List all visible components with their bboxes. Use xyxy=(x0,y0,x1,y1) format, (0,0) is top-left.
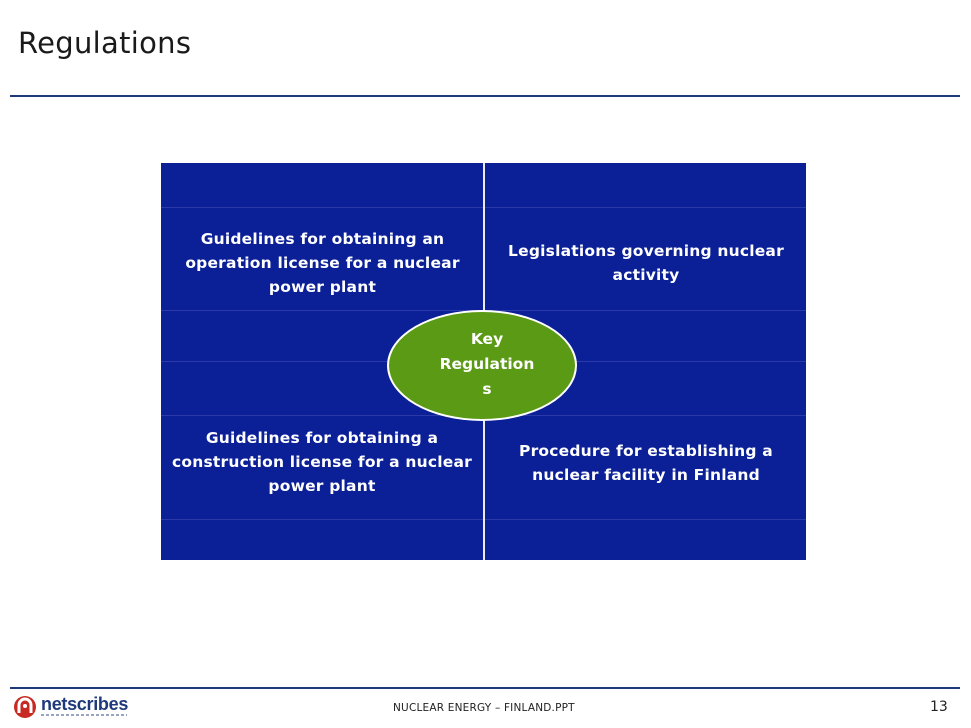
page-number: 13 xyxy=(930,699,948,715)
slide-title: Regulations xyxy=(18,26,192,60)
center-oval xyxy=(387,310,577,421)
footer-divider xyxy=(10,687,960,689)
quadrant-bottom-right: Procedure for establishing a nuclear fac… xyxy=(519,442,773,484)
netscribes-logo: netscribes xyxy=(13,694,129,723)
quadrant-top-left: Guidelines for obtaining an operation li… xyxy=(185,230,460,296)
logo-tagline-strip xyxy=(41,714,127,716)
quadrant-bottom-left: Guidelines for obtaining a construction … xyxy=(172,429,472,495)
footer-filename: NUCLEAR ENERGY – FINLAND.PPT xyxy=(393,702,575,714)
logo-text: netscribes xyxy=(41,694,129,714)
quadrant-top-right: Legislations governing nuclear activity xyxy=(508,242,784,284)
logo-mark-icon xyxy=(14,696,36,718)
center-label: Key Regulation s xyxy=(439,330,535,398)
title-divider xyxy=(10,95,960,97)
